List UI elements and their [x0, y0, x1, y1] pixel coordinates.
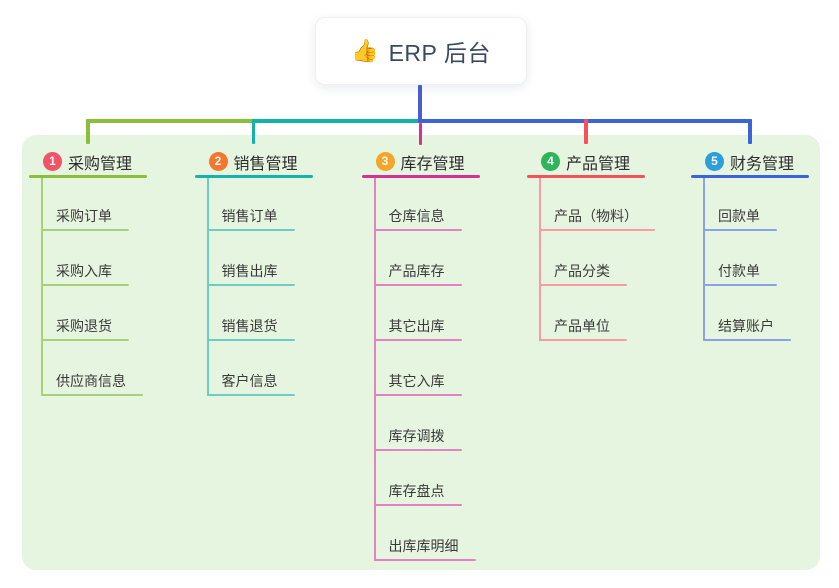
child-node-underline: [703, 229, 777, 231]
child-node-underline: [373, 339, 462, 341]
child-node-underline: [41, 284, 129, 286]
child-node-underline: [206, 229, 295, 231]
child-node-label[interactable]: 付款单: [718, 263, 760, 279]
child-node-underline: [206, 394, 295, 396]
child-node-underline: [373, 559, 476, 561]
branch-number-badge[interactable]: 5: [705, 151, 724, 171]
child-node-underline: [41, 339, 129, 341]
child-node-label[interactable]: 采购入库: [56, 263, 112, 279]
child-node-label[interactable]: 仓库信息: [388, 208, 445, 224]
connector-drop-branch-2: [251, 119, 256, 144]
branch-group-canvas: [22, 135, 820, 570]
child-node-label[interactable]: 产品分类: [554, 263, 610, 279]
child-node-label[interactable]: 销售退货: [221, 318, 278, 334]
child-node-label[interactable]: 出库库明细: [388, 538, 459, 554]
child-node-underline: [373, 504, 462, 506]
child-node-underline: [41, 394, 143, 396]
branch-label[interactable]: 库存管理: [400, 156, 465, 173]
branch-trunk-line: [703, 178, 705, 341]
child-node-label[interactable]: 其它入库: [388, 373, 445, 389]
child-node-label[interactable]: 库存调拨: [388, 428, 445, 444]
child-node-underline: [373, 284, 462, 286]
branch-underline: [29, 175, 147, 178]
branch-number-badge[interactable]: 3: [375, 151, 395, 171]
child-node-underline: [703, 284, 777, 286]
connector-horizontal-teal: [251, 119, 423, 123]
child-node-label[interactable]: 采购退货: [56, 318, 112, 334]
connector-drop-branch-4: [584, 119, 588, 144]
connector-root-vertical: [418, 85, 422, 123]
child-node-underline: [41, 229, 129, 231]
child-node-underline: [539, 339, 627, 341]
child-node-underline: [373, 229, 462, 231]
child-node-underline: [373, 449, 462, 451]
root-node[interactable]: 👍 ERP 后台: [315, 17, 527, 85]
child-node-underline: [373, 394, 462, 396]
branch-trunk-line: [539, 178, 541, 341]
child-node-underline: [539, 229, 655, 231]
child-node-label[interactable]: 供应商信息: [56, 373, 126, 389]
child-node-underline: [539, 284, 627, 286]
child-node-label[interactable]: 结算账户: [718, 318, 774, 334]
branch-trunk-line: [41, 178, 43, 396]
branch-number-badge[interactable]: 1: [43, 151, 62, 171]
branch-label[interactable]: 产品管理: [566, 156, 631, 173]
connector-drop-branch-1: [86, 119, 90, 144]
branch-number-badge[interactable]: 4: [541, 151, 560, 171]
child-node-label[interactable]: 采购订单: [56, 208, 112, 224]
child-node-label[interactable]: 客户信息: [221, 373, 278, 389]
branch-number-badge[interactable]: 2: [208, 151, 228, 171]
child-node-label[interactable]: 库存盘点: [388, 483, 445, 499]
child-node-underline: [206, 339, 295, 341]
branch-underline: [361, 175, 480, 178]
root-title: ERP 后台: [388, 40, 491, 66]
connector-drop-branch-3: [418, 122, 423, 145]
thumbs-up-icon: 👍: [351, 38, 379, 63]
branch-underline: [527, 175, 645, 178]
child-node-label[interactable]: 产品单位: [554, 318, 610, 334]
connector-horizontal-green: [86, 119, 256, 123]
child-node-label[interactable]: 产品库存: [388, 263, 445, 279]
child-node-underline: [703, 339, 791, 341]
branch-label[interactable]: 销售管理: [233, 156, 298, 173]
child-node-label[interactable]: 产品（物料）: [554, 208, 638, 224]
branch-label[interactable]: 采购管理: [68, 156, 133, 173]
branch-trunk-line: [206, 178, 209, 396]
branch-label[interactable]: 财务管理: [730, 156, 795, 173]
child-node-label[interactable]: 其它出库: [388, 318, 445, 334]
child-node-underline: [206, 284, 295, 286]
child-node-label[interactable]: 销售出库: [221, 263, 278, 279]
branch-trunk-line: [373, 178, 376, 561]
connector-drop-branch-5: [748, 119, 752, 144]
child-node-label[interactable]: 销售订单: [221, 208, 278, 224]
branch-underline: [194, 175, 313, 178]
child-node-label[interactable]: 回款单: [718, 208, 760, 224]
branch-underline: [691, 175, 809, 178]
